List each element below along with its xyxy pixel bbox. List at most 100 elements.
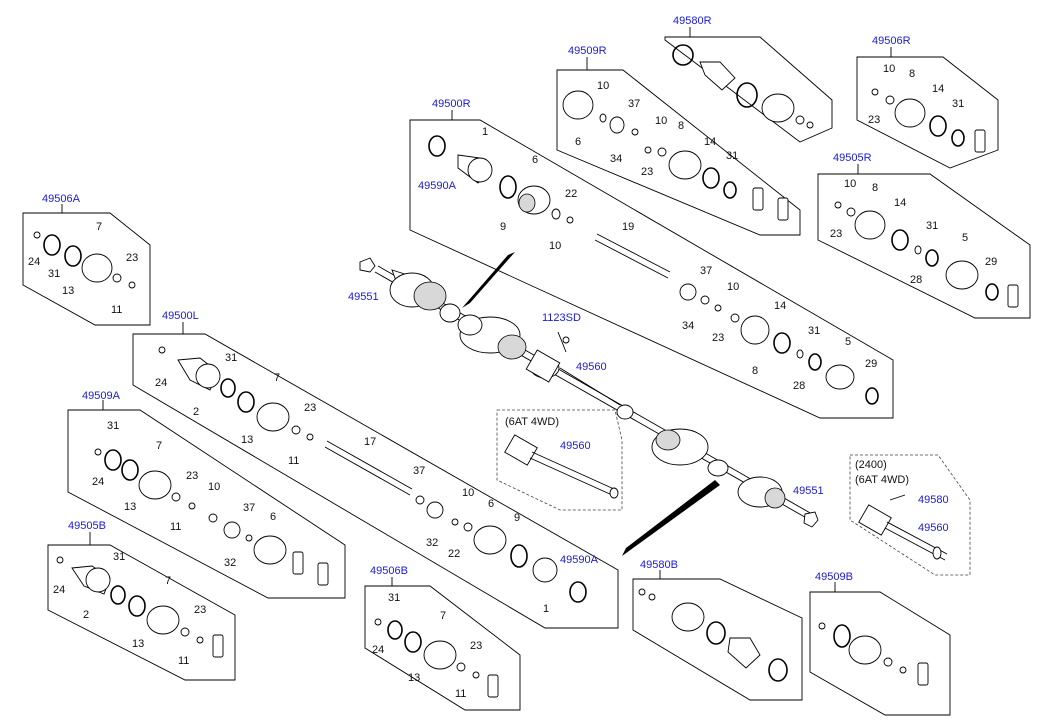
kit-49505B-parts — [56, 556, 224, 658]
callout: 14 — [774, 300, 787, 312]
callout: 32 — [224, 557, 237, 569]
callout: 8 — [752, 365, 759, 377]
ref-49560-6at4wd: 49560 — [560, 440, 591, 452]
callout: 9 — [514, 512, 521, 524]
callout: 2 — [193, 406, 200, 418]
kit-49505R-parts — [834, 201, 1019, 308]
label-49580B: 49580B — [640, 559, 678, 571]
callout: 19 — [622, 221, 635, 233]
callout: 29 — [865, 358, 878, 370]
callout: 31 — [48, 268, 61, 280]
callout: 5 — [845, 336, 852, 348]
shaft-49500R — [428, 135, 879, 405]
callout: 14 — [894, 197, 907, 209]
kit-49509R-parts — [562, 90, 789, 221]
kit-49580R-parts — [672, 44, 814, 129]
kit-49580B-parts — [638, 588, 788, 682]
note-6at4wd-b: (6AT 4WD) — [855, 474, 909, 486]
box-49500R — [409, 119, 894, 419]
callout: 28 — [910, 274, 923, 286]
callout: 10 — [597, 80, 610, 92]
ref-49560-main: 49560 — [576, 361, 607, 373]
callout: 14 — [932, 83, 945, 95]
callout: 10 — [844, 178, 857, 190]
callout: 23 — [126, 252, 139, 264]
ref-49580-2400: 49580 — [918, 494, 949, 506]
callout: 23 — [830, 228, 843, 240]
label-49505R: 49505R — [833, 152, 872, 164]
callout: 37 — [628, 98, 641, 110]
callout: 7 — [440, 610, 447, 622]
box-2400-dashed — [849, 454, 971, 576]
kit-49509B-parts — [818, 622, 929, 686]
kit-49506A-parts — [33, 231, 136, 289]
callout: 11 — [455, 688, 467, 700]
box-49509R — [556, 69, 801, 236]
shaft-49560-2400 — [858, 494, 948, 561]
main-drive-shaft — [359, 252, 819, 556]
callout: 37 — [243, 502, 256, 514]
callout: 31 — [952, 98, 965, 110]
callout: 1 — [543, 603, 550, 615]
callout: 29 — [985, 256, 998, 268]
callout: 7 — [165, 575, 172, 587]
callout: 24 — [92, 476, 105, 488]
callout: 23 — [868, 114, 881, 126]
ref-49560-2400: 49560 — [918, 522, 949, 534]
box-49509A — [67, 409, 346, 599]
callout: 17 — [364, 436, 377, 448]
callout: 11 — [178, 655, 190, 667]
note-6at4wd: (6AT 4WD) — [505, 416, 559, 428]
label-49500L: 49500L — [162, 310, 199, 322]
callout: 31 — [225, 352, 238, 364]
callout: 23 — [304, 402, 317, 414]
kit-49509A-parts — [94, 448, 329, 586]
callout: 11 — [288, 455, 300, 467]
callout: 9 — [500, 221, 507, 233]
label-49500R: 49500R — [432, 98, 471, 110]
callout: 37 — [413, 465, 426, 477]
callout: 11 — [111, 304, 123, 316]
callout: 31 — [113, 551, 126, 563]
callout: 28 — [793, 380, 806, 392]
callout: 23 — [641, 166, 654, 178]
kit-49506R-parts — [871, 88, 986, 153]
callout: 10 — [727, 281, 740, 293]
callout: 24 — [53, 584, 66, 596]
callout: 7 — [274, 372, 281, 384]
box-49500L — [132, 333, 619, 629]
callout: 23 — [186, 470, 199, 482]
callout: 13 — [124, 501, 137, 513]
callout: 24 — [28, 256, 41, 268]
callout: 24 — [372, 644, 385, 656]
callout: 23 — [712, 332, 725, 344]
box-49580B — [632, 578, 803, 701]
callout: 11 — [170, 521, 182, 533]
callout: 10 — [883, 63, 896, 75]
callout: 24 — [155, 377, 168, 389]
callout: 7 — [96, 221, 103, 233]
label-49509B: 49509B — [815, 571, 853, 583]
callout: 34 — [610, 153, 623, 165]
kit-49506B-parts — [374, 618, 499, 698]
label-49506R: 49506R — [872, 35, 911, 47]
label-49509R: 49509R — [568, 45, 607, 57]
callout: 13 — [241, 434, 254, 446]
label-49506B: 49506B — [370, 565, 408, 577]
callout: 2 — [83, 609, 90, 621]
callout: 14 — [704, 136, 717, 148]
callout: 13 — [62, 285, 75, 297]
box-49506B — [364, 585, 521, 711]
ref-49590A-top: 49590A — [418, 180, 456, 192]
callout: 23 — [470, 640, 483, 652]
callout: 31 — [808, 325, 821, 337]
box-49506A — [22, 212, 151, 326]
callout: 6 — [532, 154, 539, 166]
label-49506A: 49506A — [42, 193, 80, 205]
callout: 37 — [700, 265, 713, 277]
callout: 13 — [132, 638, 145, 650]
callout: 8 — [678, 120, 685, 132]
ref-49551-right: 49551 — [793, 485, 824, 497]
